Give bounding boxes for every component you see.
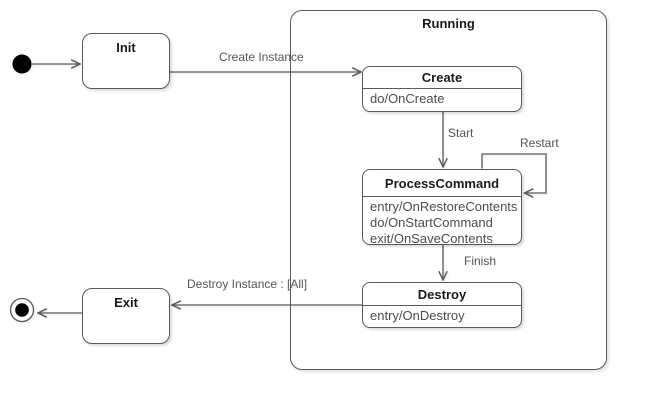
state-exit: Exit: [82, 288, 170, 344]
state-create: Create do/OnCreate: [362, 66, 522, 112]
transition-label-start: Start: [448, 126, 474, 140]
state-create-action: do/OnCreate: [370, 91, 445, 106]
state-process-command-action-do: do/OnStartCommand: [370, 215, 493, 230]
initial-state-node: [12, 54, 32, 74]
state-destroy-title: Destroy: [417, 286, 467, 302]
state-process-command-title: ProcessCommand: [384, 175, 500, 191]
state-running: Running: [290, 10, 607, 370]
state-init-title: Init: [116, 40, 136, 55]
state-process-command-action-entry: entry/OnRestoreContents: [370, 199, 518, 214]
state-destroy: Destroy entry/OnDestroy: [362, 282, 522, 328]
state-running-title: Running: [422, 16, 475, 31]
transition-label-restart: Restart: [520, 136, 559, 150]
state-init: Init: [82, 33, 170, 89]
transition-label-finish: Finish: [464, 254, 497, 268]
final-state-inner-dot: [15, 303, 29, 317]
transition-restart-self-loop: [481, 153, 547, 193]
state-process-command-action-exit: exit/OnSaveContents: [370, 231, 493, 246]
state-process-command: ProcessCommand entry/OnRestoreContents d…: [362, 169, 522, 246]
transition-label-create-instance: Create Instance: [219, 50, 304, 64]
state-destroy-action: entry/OnDestroy: [370, 308, 465, 323]
state-exit-title: Exit: [114, 295, 138, 310]
transition-label-destroy-instance: Destroy Instance : [All]: [187, 277, 308, 291]
state-create-title: Create: [421, 70, 463, 85]
